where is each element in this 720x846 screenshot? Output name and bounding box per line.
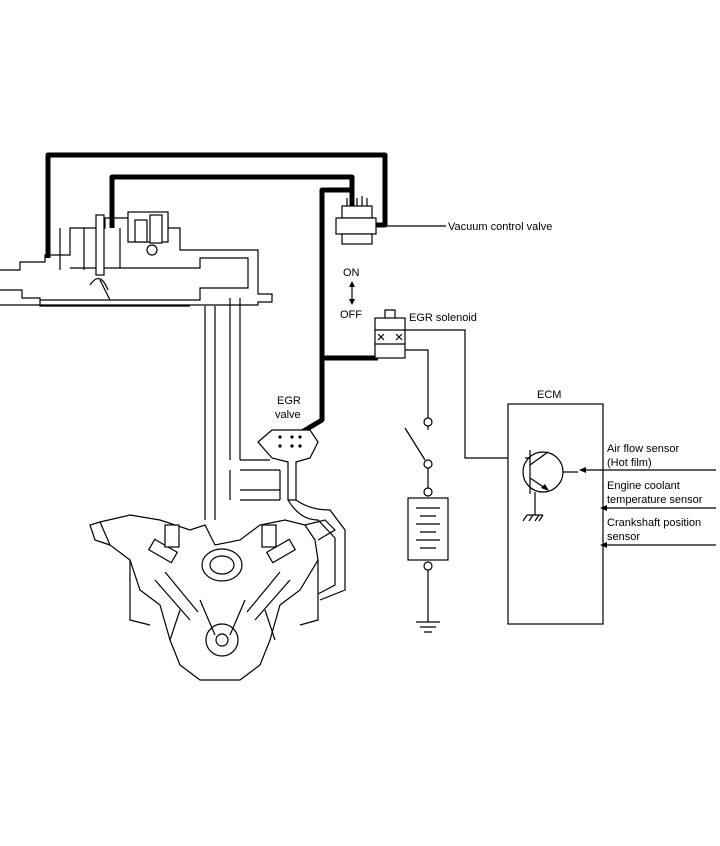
air-flow-sensor-label-line2: (Hot film) xyxy=(607,457,652,469)
vacuum-hoses xyxy=(45,152,388,435)
coolant-sensor-label-line1: Engine coolant xyxy=(607,480,680,492)
coolant-sensor-label-line2: temperature sensor xyxy=(607,494,703,506)
off-label: OFF xyxy=(340,309,362,321)
crankshaft-sensor-label-line1: Crankshaft position xyxy=(607,517,701,529)
egr-valve xyxy=(257,429,346,601)
ecm-box xyxy=(507,403,604,625)
sensor-inputs xyxy=(579,467,716,548)
air-flow-sensor-label-line1: Air flow sensor xyxy=(607,443,679,455)
egr-valve-label-line2: valve xyxy=(275,409,301,421)
runner-pipes xyxy=(204,298,281,520)
egr-solenoid xyxy=(374,309,525,459)
vacuum-control-valve-label: Vacuum control valve xyxy=(448,221,552,233)
engine-block xyxy=(89,514,336,681)
on-label: ON xyxy=(343,267,360,279)
intake-manifold xyxy=(0,211,273,307)
crankshaft-sensor-label-line2: sensor xyxy=(607,531,640,543)
egr-solenoid-label: EGR solenoid xyxy=(409,312,477,324)
egr-valve-label-line1: EGR xyxy=(277,395,301,407)
on-off-arrow xyxy=(349,281,355,305)
battery-circuit xyxy=(404,417,449,633)
ecm-label: ECM xyxy=(537,389,561,401)
vacuum-control-valve xyxy=(335,196,446,245)
